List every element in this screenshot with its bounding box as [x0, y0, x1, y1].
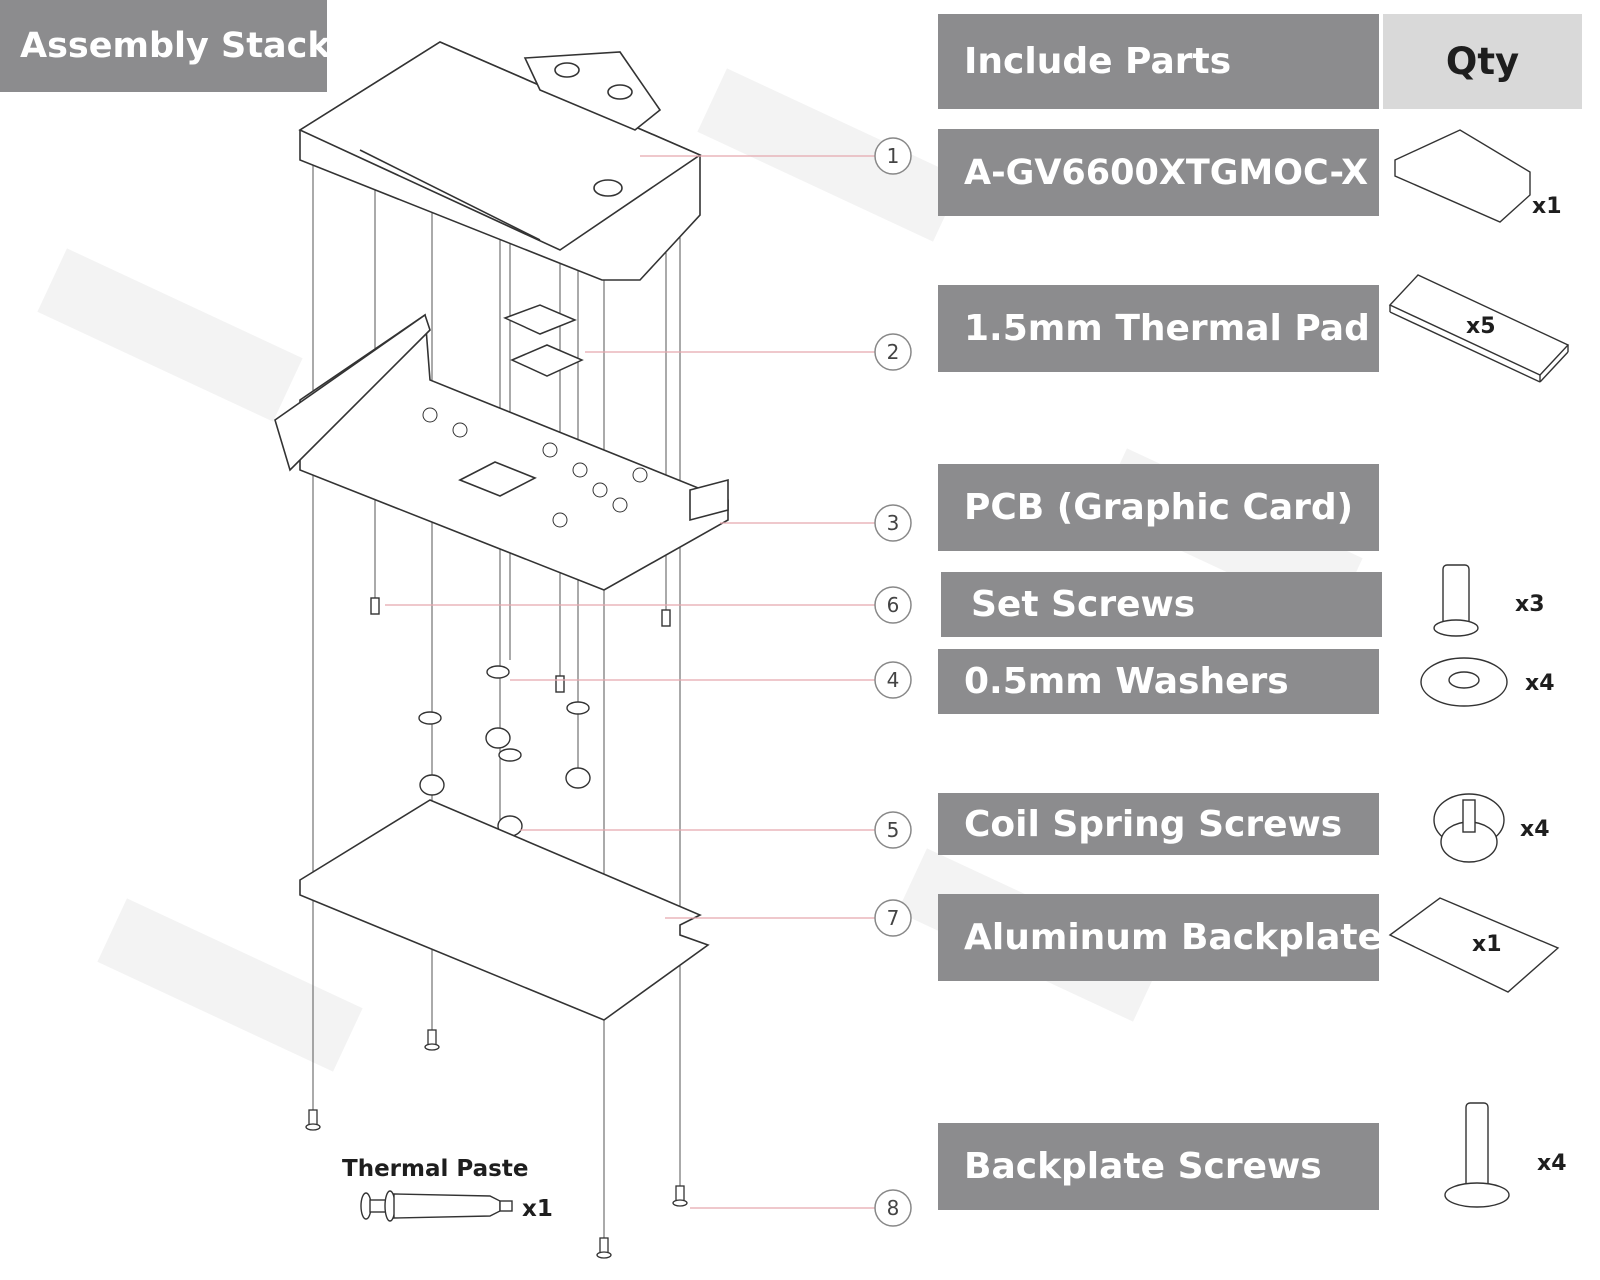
- set-screw-thumb-icon: [1433, 564, 1479, 637]
- waterblock: [298, 41, 702, 281]
- svg-text:1: 1: [887, 144, 900, 168]
- callout-8: 8: [874, 1189, 912, 1227]
- part-washers: 0.5mm Washers: [938, 649, 1379, 714]
- waterblock-thumb-icon: [1394, 129, 1531, 223]
- backplate: [299, 799, 710, 1021]
- svg-text:6: 6: [887, 593, 900, 617]
- callout-3: 3: [874, 504, 912, 542]
- washer-thumb-icon: [1420, 657, 1508, 707]
- svg-text:3: 3: [887, 511, 900, 535]
- thermal-paste-label: Thermal Paste: [342, 1156, 529, 1182]
- backplate-thumb-icon: [1388, 897, 1560, 993]
- qty-backplate-screws: x4: [1537, 1151, 1567, 1176]
- part-aluminum-backplate: Aluminum Backplate: [938, 894, 1382, 981]
- thermal-paste-syringe: [360, 1190, 513, 1222]
- callout-2: 2: [874, 333, 912, 371]
- qty-aluminum-backplate: x1: [1472, 932, 1502, 957]
- header-qty: Qty: [1383, 14, 1582, 109]
- qty-thermal-pad: x5: [1466, 314, 1496, 339]
- part-thermal-pad: 1.5mm Thermal Pad: [938, 285, 1379, 372]
- callouts: 1 2 3 6 4 5 7 8: [874, 137, 912, 1227]
- svg-text:5: 5: [887, 818, 900, 842]
- leader-lines: [385, 155, 878, 1209]
- qty-coil-spring-screws: x4: [1520, 817, 1550, 842]
- qty-icons: [1388, 129, 1570, 1208]
- part-waterblock: A-GV6600XTGMOC-X: [938, 129, 1379, 216]
- qty-waterblock: x1: [1532, 194, 1562, 219]
- part-pcb: PCB (Graphic Card): [938, 464, 1379, 551]
- coil-spring-thumb-icon: [1433, 793, 1505, 863]
- part-backplate-screws: Backplate Screws: [938, 1123, 1379, 1210]
- svg-text:2: 2: [887, 340, 900, 364]
- thermal-paste-qty: x1: [522, 1196, 553, 1222]
- callout-6: 6: [874, 586, 912, 624]
- part-coil-spring-screws: Coil Spring Screws: [938, 793, 1379, 855]
- svg-text:8: 8: [887, 1196, 900, 1220]
- callout-7: 7: [874, 899, 912, 937]
- page-title: Assembly Stack: [0, 0, 331, 92]
- pcb: [274, 313, 729, 591]
- qty-washers: x4: [1525, 671, 1555, 696]
- hardware: [370, 597, 671, 837]
- callout-5: 5: [874, 811, 912, 849]
- qty-set-screws: x3: [1515, 592, 1545, 617]
- svg-text:7: 7: [887, 906, 900, 930]
- callout-4: 4: [874, 661, 912, 699]
- guide-lines: [312, 160, 681, 1250]
- backplate-screw-thumb-icon: [1444, 1102, 1510, 1208]
- backplate-screws: [305, 1029, 688, 1259]
- part-set-screws: Set Screws: [941, 572, 1382, 637]
- thermal-pads: [503, 304, 584, 377]
- svg-text:4: 4: [887, 668, 900, 692]
- header-include-parts: Include Parts: [938, 14, 1379, 109]
- callout-1: 1: [874, 137, 912, 175]
